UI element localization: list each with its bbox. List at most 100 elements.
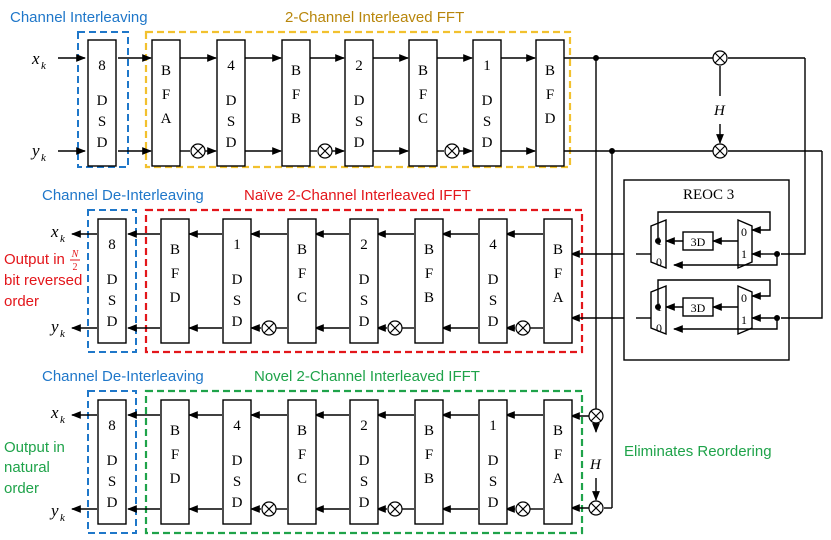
block-label: D (107, 453, 118, 469)
block-label: 2 (360, 418, 368, 434)
block-label: S (355, 114, 363, 130)
block-label: 2 (355, 58, 363, 74)
svg-text:k: k (60, 414, 66, 426)
svg-text:order: order (4, 480, 39, 497)
svg-text:y: y (49, 501, 59, 520)
block-label: S (360, 293, 368, 309)
svg-text:x: x (50, 403, 59, 422)
svg-text:0: 0 (656, 255, 662, 269)
novel-yk-label: y k (49, 501, 66, 524)
block-label: B (170, 242, 180, 258)
svg-text:k: k (60, 328, 66, 340)
block-label: D (359, 314, 370, 330)
block-label: D (359, 272, 370, 288)
block-label: F (554, 447, 562, 463)
naive-ifft-title: Naïve 2-Channel Interleaved IFFT (244, 187, 471, 204)
block-label: S (489, 474, 497, 490)
block-label: D (545, 111, 556, 127)
block-label: F (298, 447, 306, 463)
block-label: F (171, 266, 179, 282)
svg-text:k: k (60, 512, 66, 524)
block-label: S (108, 293, 116, 309)
block-label: D (359, 495, 370, 511)
naive-yk-label: y k (49, 317, 66, 340)
block-label: F (162, 87, 170, 103)
multiplier-icon (444, 143, 460, 159)
block-label: B (424, 242, 434, 258)
svg-text:Output in: Output in (4, 251, 65, 268)
multiplier-icon (261, 501, 277, 517)
block-label: B (418, 63, 428, 79)
multiplier-icon (387, 320, 403, 336)
block-label: D (232, 495, 243, 511)
block-label: D (488, 314, 499, 330)
block-label: 8 (108, 418, 116, 434)
naive-butterfly-block: BFA (543, 218, 573, 344)
block-label: D (107, 495, 118, 511)
novel-butterfly-block: BFA (543, 399, 573, 525)
naive-butterfly-block: BFC (287, 218, 317, 344)
block-label: S (489, 293, 497, 309)
multiplier-icon (712, 143, 728, 159)
block-label: F (546, 87, 554, 103)
block-label: F (554, 266, 562, 282)
block-label: B (545, 63, 555, 79)
svg-text:1: 1 (656, 234, 662, 248)
fft-butterfly-block: BFC (408, 39, 438, 167)
block-label: B (553, 242, 563, 258)
block-label: S (233, 293, 241, 309)
h-label-bottom: H (589, 457, 602, 473)
block-label: B (161, 63, 171, 79)
novel-xk-label: x k (50, 403, 66, 426)
novel-wiring (71, 411, 600, 513)
channel-deinterleaving-label-2: Channel De-Interleaving (42, 368, 204, 385)
multiplier-icon (712, 50, 728, 66)
block-label: D (97, 135, 108, 151)
channel-deinterleaving-label-1: Channel De-Interleaving (42, 187, 204, 204)
block-label: 1 (489, 418, 497, 434)
block-label: 4 (233, 418, 241, 434)
svg-text:0: 0 (741, 225, 747, 239)
novel-deint-box (87, 390, 137, 534)
block-label: F (419, 87, 427, 103)
block-label: D (488, 495, 499, 511)
reoc-3-box (623, 179, 790, 361)
block-label: 8 (98, 58, 106, 74)
block-label: 2 (360, 237, 368, 253)
svg-text:N: N (71, 249, 80, 260)
block-label: F (292, 87, 300, 103)
eliminates-reordering-label: Eliminates Reordering (624, 443, 772, 460)
fft-wiring (58, 54, 822, 509)
block-label: D (226, 93, 237, 109)
block-label: D (232, 453, 243, 469)
block-label: D (232, 314, 243, 330)
svg-text:3D: 3D (691, 301, 706, 315)
multiplier-icon (515, 501, 531, 517)
block-label: 1 (483, 58, 491, 74)
reoc-3-label: REOC 3 (683, 187, 734, 203)
multiplier-icon (261, 320, 277, 336)
reoc-lower-left-mux (650, 284, 667, 336)
block-label: D (226, 135, 237, 151)
block-label: B (297, 242, 307, 258)
block-label: 4 (227, 58, 235, 74)
block-label: D (97, 93, 108, 109)
fft-interleave-box (77, 31, 129, 168)
block-label: D (482, 93, 493, 109)
block-label: D (482, 135, 493, 151)
svg-text:Output in: Output in (4, 439, 65, 456)
h-label-top: H (713, 103, 726, 119)
block-label: F (425, 266, 433, 282)
block-label: B (291, 63, 301, 79)
fft-butterfly-block: BFA (151, 39, 181, 167)
multiplier-icon (515, 320, 531, 336)
block-label: B (291, 111, 301, 127)
svg-text:bit reversed: bit reversed (4, 272, 82, 289)
block-label: S (227, 114, 235, 130)
